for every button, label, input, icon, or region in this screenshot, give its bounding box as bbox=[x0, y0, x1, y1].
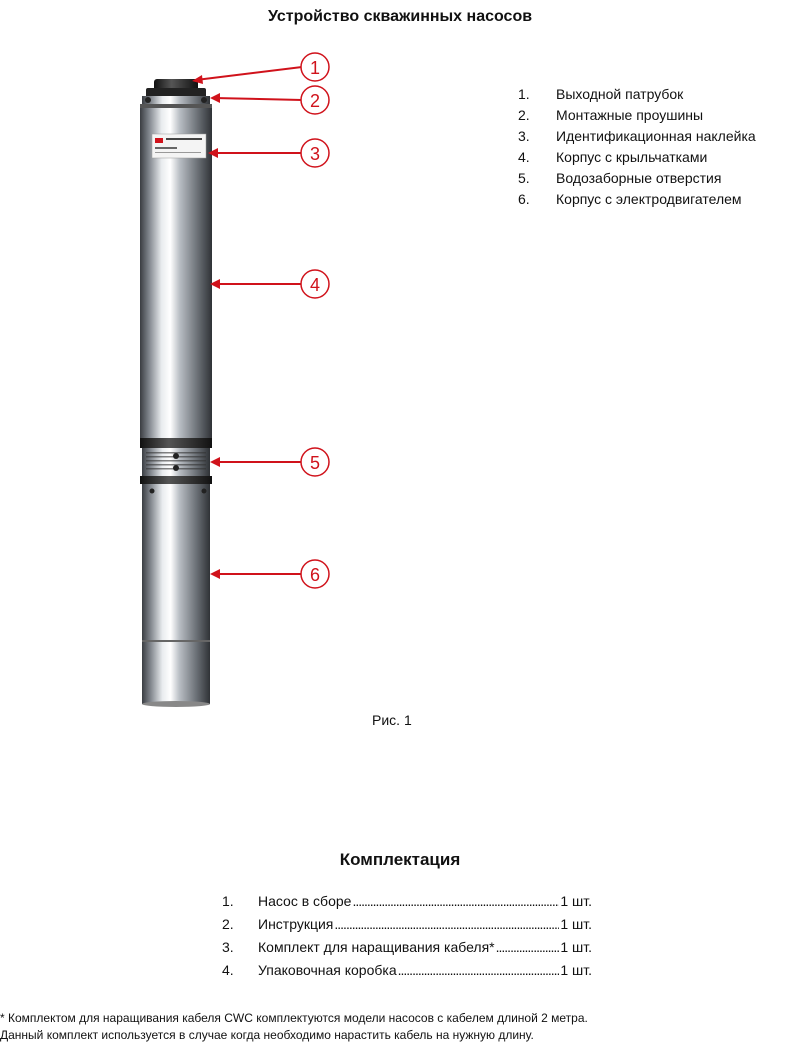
callout-arrows bbox=[195, 66, 303, 575]
parts-list-item: 2.Монтажные проушины bbox=[518, 107, 704, 123]
callout-label-4: 4 bbox=[310, 275, 320, 295]
footnote-line-2: Данный комплект используется в случае ко… bbox=[0, 1028, 534, 1042]
parts-list-item: 4.Корпус с крыльчатками bbox=[518, 149, 708, 165]
impeller-housing bbox=[140, 104, 212, 446]
kit-title: Комплектация bbox=[339, 850, 461, 869]
parts-list-item: 5.Водозаборные отверстия bbox=[518, 170, 722, 186]
callout-ring-1 bbox=[300, 52, 330, 82]
arrow-head-4 bbox=[210, 279, 220, 289]
kit-list-item: 3.Комплект для наращивания кабеля* .....… bbox=[222, 939, 592, 955]
figure-caption: Рис. 1 bbox=[372, 712, 412, 728]
callout-ring-2 bbox=[300, 85, 330, 115]
coupling-ring bbox=[140, 438, 212, 448]
arrow-head-3 bbox=[208, 148, 218, 158]
pump-figure: 1 2 3 4 5 6 bbox=[140, 52, 330, 707]
arrow-head-6 bbox=[210, 569, 220, 579]
page-title: Устройство скважинных насосов bbox=[267, 8, 533, 25]
parts-list-item: 1.Выходной патрубок bbox=[518, 86, 684, 102]
parts-list: 1.Выходной патрубок 2.Монтажные проушины… bbox=[518, 84, 756, 210]
mounting-lugs bbox=[142, 96, 210, 104]
intake-grille bbox=[142, 448, 210, 476]
arrow-head-2 bbox=[210, 93, 220, 103]
arrow-head-1 bbox=[192, 75, 203, 84]
callout-label-1: 1 bbox=[310, 58, 320, 78]
footnote-line-1: * Комплектом для наращивания кабеля CWC … bbox=[0, 1011, 588, 1025]
id-sticker bbox=[151, 133, 207, 159]
callout-label-2: 2 bbox=[310, 91, 320, 111]
footnote: * Комплектом для наращивания кабеля CWC … bbox=[0, 1010, 800, 1044]
arrow-head-5 bbox=[210, 457, 220, 467]
callout-ring-5 bbox=[300, 447, 330, 477]
kit-list-item: 2.Инструкция............................… bbox=[222, 916, 592, 932]
kit-list-item: 1.Насос в сборе.........................… bbox=[222, 893, 592, 909]
callout-ring-3 bbox=[300, 138, 330, 168]
callout-label-3: 3 bbox=[310, 144, 320, 164]
parts-list-item: 3.Идентификационная наклейка bbox=[518, 128, 756, 144]
kit-list-item: 4.Упаковочная коробка...................… bbox=[222, 962, 592, 978]
kit-list: 1.Насос в сборе.........................… bbox=[222, 890, 592, 982]
callout-label-6: 6 bbox=[310, 565, 320, 585]
callout-ring-6 bbox=[300, 559, 330, 589]
parts-list-item: 6.Корпус с электродвигателем bbox=[518, 191, 742, 207]
motor-housing bbox=[142, 484, 210, 704]
callout-ring-4 bbox=[300, 269, 330, 299]
callout-label-5: 5 bbox=[310, 453, 320, 473]
